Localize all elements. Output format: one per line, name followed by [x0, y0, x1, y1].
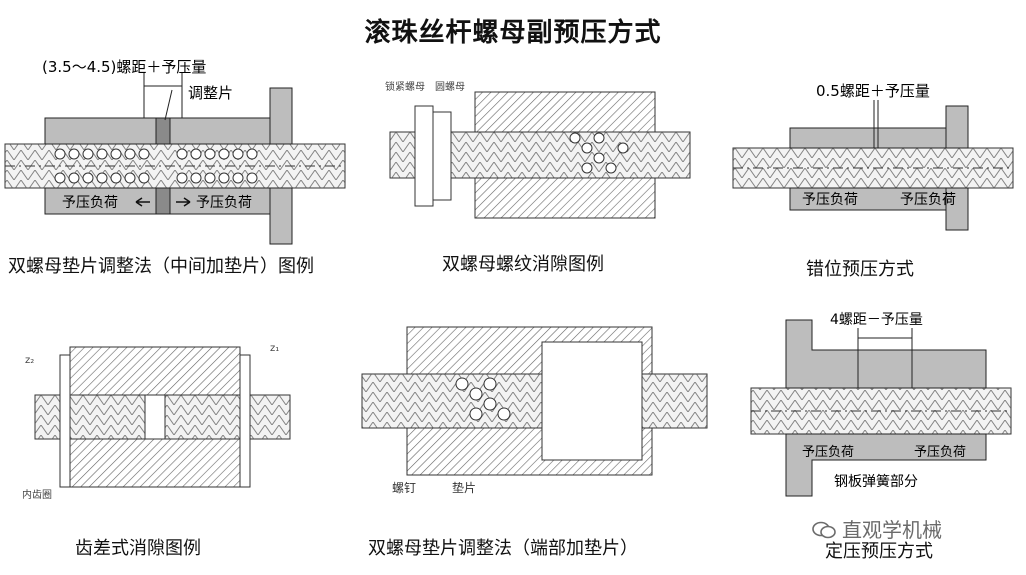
diagram-gear-difference: z₂ z₁ 内齿圈: [22, 343, 291, 501]
diagram-end-shim: 螺钉 垫片: [361, 326, 708, 495]
shim-label: 调整片: [188, 84, 233, 102]
spring-label: 钢板弹簧部分: [834, 474, 918, 490]
preload-left-label: 予压负荷: [802, 192, 858, 208]
caption-gear-difference: 齿差式消隙图例: [75, 538, 201, 559]
wechat-logo-icon: [812, 520, 836, 538]
preload-left-label: 予压负荷: [62, 195, 118, 211]
lock-nut-label: 锁紧螺母: [385, 80, 425, 93]
shim-label: 垫片: [452, 480, 476, 495]
diagram-thread-adjust: 锁紧螺母 圆螺母: [385, 80, 691, 219]
preload-right-label: 予压负荷: [914, 445, 966, 460]
caption-middle-shim: 双螺母垫片调整法（中间加垫片）图例: [8, 256, 314, 277]
watermark-text: 直观学机械: [842, 518, 942, 542]
screw-label: 螺钉: [392, 481, 416, 495]
preload-right-label: 予压负荷: [900, 192, 956, 208]
preload-left-label: 予压负荷: [802, 445, 854, 460]
caption-offset-preload: 错位预压方式: [806, 259, 914, 280]
diagram-constant-preload: 4螺距－予压量 予压负荷 予压负荷 钢板弹簧部分: [750, 312, 1012, 497]
preload-right-label: 予压负荷: [196, 195, 252, 211]
watermark: 直观学机械: [812, 514, 942, 543]
page-title: 滚珠丝杆螺母副预压方式: [364, 18, 662, 48]
inner-gear-label: 内齿圈: [22, 488, 52, 501]
pitch-label: 4螺距－予压量: [830, 312, 923, 328]
diagram-middle-shim: (3.5～4.5)螺距＋予压量 调整片 予压负荷 予压负荷: [4, 58, 346, 245]
z1-label: z₁: [270, 343, 279, 354]
diagram-offset-preload: 0.5螺距＋予压量 予压负荷 予压负荷: [732, 82, 1014, 231]
pitch-label: 0.5螺距＋予压量: [816, 82, 930, 100]
z2-label: z₂: [25, 355, 34, 366]
round-nut-label: 圆螺母: [435, 81, 465, 93]
caption-end-shim: 双螺母垫片调整法（端部加垫片）: [368, 538, 638, 559]
caption-constant-preload: 定压预压方式: [825, 541, 933, 562]
pitch-label: (3.5～4.5)螺距＋予压量: [42, 58, 206, 76]
caption-thread-adjust: 双螺母螺纹消隙图例: [442, 254, 604, 275]
